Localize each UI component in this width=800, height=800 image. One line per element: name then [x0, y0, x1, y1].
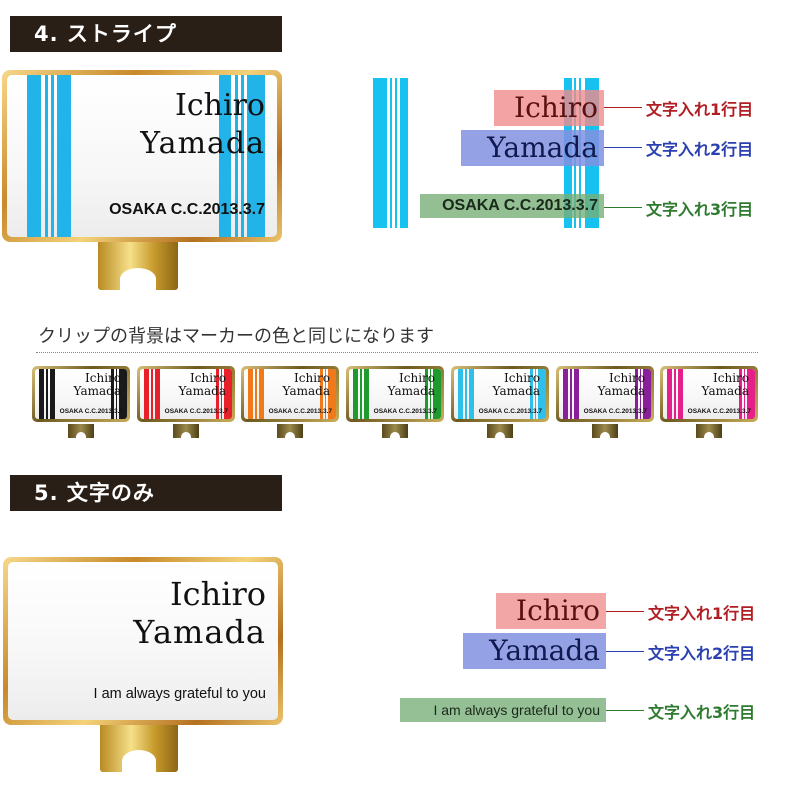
variant-line3: OSAKA C.C.2013.3.7 — [687, 408, 751, 415]
callout-label-line3: 文字入れ3行目 — [646, 200, 754, 219]
clip — [696, 424, 722, 438]
marker-line2: Yamada — [133, 613, 266, 651]
stripe — [45, 75, 48, 237]
section-4-title: 4. ストライプ — [34, 22, 177, 46]
marker-line3: OSAKA C.C.2013.3.7 — [109, 201, 265, 218]
variant-line2: Yamada — [73, 384, 121, 398]
clip-notch — [122, 750, 156, 772]
stripe — [373, 78, 387, 228]
variant-line2: Yamada — [178, 384, 226, 398]
color-variant-black[interactable]: Ichiro Yamada OSAKA C.C.2013.3.7 — [32, 366, 130, 422]
marker-line1: Ichiro — [175, 88, 265, 123]
variant-line1: Ichiro — [190, 371, 226, 385]
color-variant-red[interactable]: Ichiro Yamada OSAKA C.C.2013.3.7 — [137, 366, 235, 422]
stripe-marker: Ichiro Yamada OSAKA C.C.2013.3.7 — [2, 70, 282, 242]
clip — [173, 424, 199, 438]
stripe — [247, 75, 265, 237]
text-only-marker: Ichiro Yamada I am always grateful to yo… — [3, 557, 283, 725]
variant-line2: Yamada — [492, 384, 540, 398]
callout-line — [606, 611, 644, 612]
variant-line2: Yamada — [701, 384, 749, 398]
color-variant-purple[interactable]: Ichiro Yamada OSAKA C.C.2013.3.7 — [556, 366, 654, 422]
stripe — [51, 75, 54, 237]
variant-line2: Yamada — [387, 384, 435, 398]
clip-notch — [120, 268, 156, 290]
color-variant-green[interactable]: Ichiro Yamada OSAKA C.C.2013.3.7 — [346, 366, 444, 422]
callout-label-line1: 文字入れ1行目 — [646, 100, 754, 119]
variant-line3: OSAKA C.C.2013.3.7 — [373, 408, 437, 415]
highlight-line3: I am always grateful to you — [400, 698, 606, 722]
callout-line — [604, 147, 642, 148]
variant-line2: Yamada — [597, 384, 645, 398]
clip — [68, 424, 94, 438]
stripe — [235, 75, 238, 237]
stripe — [395, 78, 397, 228]
color-variant-orange[interactable]: Ichiro Yamada OSAKA C.C.2013.3.7 — [241, 366, 339, 422]
callout-label-line2: 文字入れ2行目 — [646, 140, 754, 159]
highlight-line1: Ichiro — [496, 593, 606, 629]
variant-line1: Ichiro — [294, 371, 330, 385]
color-variant-pink[interactable]: Ichiro Yamada OSAKA C.C.2013.3.7 — [660, 366, 758, 422]
marker-line1: Ichiro — [170, 575, 266, 613]
variant-line2: Yamada — [282, 384, 330, 398]
variant-line1: Ichiro — [609, 371, 645, 385]
highlight-line3: OSAKA C.C.2013.3.7 — [420, 194, 604, 218]
variant-line3: OSAKA C.C.2013.3.7 — [268, 408, 332, 415]
variant-line3: OSAKA C.C.2013.3.7 — [583, 408, 647, 415]
variant-line1: Ichiro — [713, 371, 749, 385]
variant-line1: Ichiro — [399, 371, 435, 385]
callout-line — [606, 710, 644, 711]
callout-line — [606, 651, 644, 652]
clip — [382, 424, 408, 438]
stripe — [57, 75, 71, 237]
divider — [36, 352, 758, 353]
section-4-header: 4. ストライプ — [10, 16, 282, 52]
section-5-title: 5. 文字のみ — [34, 481, 155, 505]
stripe — [27, 75, 41, 237]
section-5-header: 5. 文字のみ — [10, 475, 282, 511]
variant-line1: Ichiro — [85, 371, 121, 385]
clip — [98, 240, 178, 290]
stripe — [219, 75, 231, 237]
clip-color-note: クリップの背景はマーカーの色と同じになります — [38, 326, 434, 347]
variant-line3: OSAKA C.C.2013.3.7 — [59, 408, 123, 415]
stripe — [390, 78, 392, 228]
highlight-line2: Yamada — [461, 130, 604, 166]
variant-line1: Ichiro — [504, 371, 540, 385]
callout-label-line1: 文字入れ1行目 — [648, 604, 756, 623]
clip — [592, 424, 618, 438]
highlight-line1: Ichiro — [494, 90, 604, 126]
variant-line3: OSAKA C.C.2013.3.7 — [164, 408, 228, 415]
stripe — [241, 75, 244, 237]
highlight-line2: Yamada — [463, 633, 606, 669]
variant-line3: OSAKA C.C.2013.3.7 — [478, 408, 542, 415]
clip — [487, 424, 513, 438]
callout-label-line3: 文字入れ3行目 — [648, 703, 756, 722]
callout-line — [604, 207, 642, 208]
color-variant-light-blue[interactable]: Ichiro Yamada OSAKA C.C.2013.3.7 — [451, 366, 549, 422]
stripe — [400, 78, 408, 228]
clip — [277, 424, 303, 438]
callout-line — [604, 107, 642, 108]
marker-line2: Yamada — [140, 126, 265, 161]
callout-label-line2: 文字入れ2行目 — [648, 644, 756, 663]
marker-line3: I am always grateful to you — [93, 686, 266, 702]
clip — [100, 722, 178, 772]
